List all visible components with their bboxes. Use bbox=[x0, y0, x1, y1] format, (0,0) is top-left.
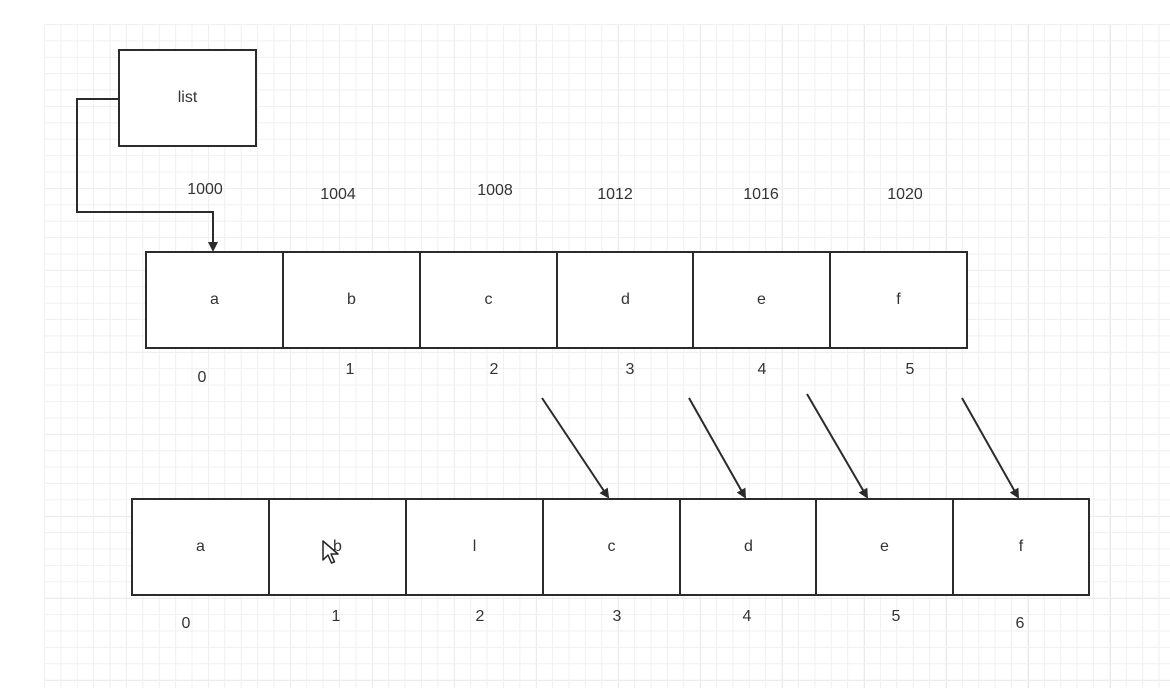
shift-arrow-e bbox=[806, 393, 869, 499]
index-label: 1 bbox=[331, 608, 341, 625]
array-cell: c bbox=[419, 251, 558, 349]
array-cell: l bbox=[405, 498, 544, 596]
cell-value: l bbox=[472, 538, 477, 555]
cell-value: b bbox=[333, 538, 342, 555]
index-label: 4 bbox=[742, 608, 752, 625]
index-label: 4 bbox=[757, 361, 767, 378]
array-cell: f bbox=[829, 251, 968, 349]
shift-arrow-f bbox=[961, 397, 1019, 499]
cell-value: e bbox=[880, 538, 889, 555]
array-cell: d bbox=[679, 498, 818, 596]
address-label: 1008 bbox=[477, 182, 513, 199]
shift-arrow-d bbox=[688, 397, 746, 499]
address-label: 1004 bbox=[320, 186, 356, 203]
address-label: 1016 bbox=[743, 186, 779, 203]
array-cell: b bbox=[282, 251, 421, 349]
cell-value: a bbox=[210, 291, 219, 308]
array-cell: e bbox=[692, 251, 831, 349]
address-label: 1020 bbox=[887, 186, 923, 203]
shift-arrow-c bbox=[541, 397, 610, 499]
array-cell: e bbox=[815, 498, 954, 596]
address-label: 1012 bbox=[597, 186, 633, 203]
cell-value: d bbox=[621, 291, 630, 308]
index-label: 0 bbox=[197, 369, 207, 386]
index-label: 5 bbox=[891, 608, 901, 625]
index-label: 3 bbox=[612, 608, 622, 625]
cell-value: a bbox=[196, 538, 205, 555]
index-label: 0 bbox=[181, 615, 191, 632]
array-cell: c bbox=[542, 498, 681, 596]
cell-value: b bbox=[347, 291, 356, 308]
cell-value: c bbox=[484, 291, 493, 308]
index-label: 6 bbox=[1015, 615, 1025, 632]
array-cell: a bbox=[131, 498, 270, 596]
list-variable-label: list bbox=[177, 89, 198, 106]
mouse-cursor-icon bbox=[322, 540, 339, 564]
cell-value: c bbox=[607, 538, 616, 555]
list-pointer-connector bbox=[76, 98, 218, 252]
list-variable-box: list bbox=[118, 49, 257, 147]
index-label: 1 bbox=[345, 361, 355, 378]
cell-value: f bbox=[1018, 538, 1024, 555]
array-cell: a bbox=[145, 251, 284, 349]
cell-value: d bbox=[744, 538, 753, 555]
array-cell: d bbox=[556, 251, 695, 349]
address-label: 1000 bbox=[187, 181, 223, 198]
index-label: 2 bbox=[489, 361, 499, 378]
cell-value: f bbox=[896, 291, 901, 308]
cell-value: e bbox=[757, 291, 766, 308]
index-label: 3 bbox=[625, 361, 635, 378]
array-cell: f bbox=[952, 498, 1090, 596]
index-label: 2 bbox=[475, 608, 485, 625]
array-cell: b bbox=[268, 498, 407, 596]
index-label: 5 bbox=[905, 361, 915, 378]
